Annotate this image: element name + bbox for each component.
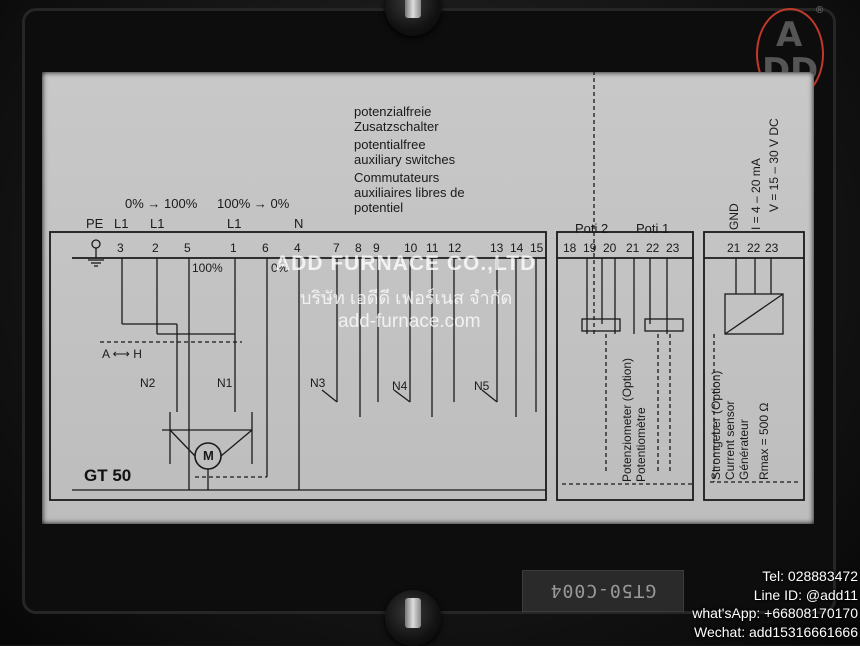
terminal-gnd-23: 23 — [765, 241, 779, 255]
terminal-14: 14 — [510, 241, 524, 255]
contact-tel: Tel: 028883472 — [762, 568, 858, 584]
logo-registered: ® — [816, 5, 824, 16]
poti-option-de-en: Potenziometer (Option) — [620, 357, 634, 482]
sensor-option-en: Current sensor — [723, 400, 737, 480]
label-l1-b: L1 — [150, 216, 165, 231]
terminal-9: 9 — [373, 241, 380, 255]
terminal-19: 19 — [583, 241, 597, 255]
aux-fr-line3: potentiel — [354, 200, 404, 215]
voltage-spec: V = 15 – 30 V DC — [767, 118, 781, 212]
poti-option-fr: Potentiomètre — [634, 407, 648, 482]
terminal-23: 23 — [666, 241, 680, 255]
logo-letter-a: A — [776, 15, 803, 55]
watermark-thai: บริษัท เอดีดี เฟอร์เนส จำกัด — [300, 288, 513, 308]
pct-100-label: 100% — [192, 261, 223, 275]
gnd-label: GND — [727, 203, 741, 230]
contact-whatsapp: what'sApp: +66808170170 — [692, 605, 858, 621]
terminal-4: 4 — [294, 241, 301, 255]
poti-2-label: Poti 2 — [575, 221, 609, 236]
sensor-option-de: Stromgeber (Option) — [709, 370, 723, 480]
bottom-screw — [385, 590, 441, 646]
ah-label: A ⟷ H — [102, 347, 142, 361]
terminal-15: 15 — [530, 241, 544, 255]
terminal-5: 5 — [184, 241, 191, 255]
watermark-url: add-furnace.com — [338, 311, 481, 332]
aux-fr-line1: Commutateurs — [354, 170, 440, 185]
terminal-1: 1 — [230, 241, 237, 255]
model-label: GT 50 — [84, 466, 132, 485]
switch-n4: N4 — [392, 379, 408, 393]
poti-1-label: Poti 1 — [636, 221, 670, 236]
aux-en-line2: auxiliary switches — [354, 152, 456, 167]
terminal-gnd-21: 21 — [727, 241, 741, 255]
model-stamp: GT50-C004 — [522, 570, 684, 612]
terminal-6: 6 — [262, 241, 269, 255]
terminal-22: 22 — [646, 241, 660, 255]
switch-n1: N1 — [217, 376, 233, 390]
range-open-label: 0% → 100% — [125, 196, 198, 211]
terminal-13: 13 — [490, 241, 504, 255]
terminal-20: 20 — [603, 241, 617, 255]
terminal-11: 11 — [426, 241, 439, 255]
aux-fr-line2: auxiliaires libres de — [354, 185, 465, 200]
terminal-gnd-22: 22 — [747, 241, 761, 255]
aux-de-line2: Zusatzschalter — [354, 119, 439, 134]
contact-wechat: Wechat: add15316661666 — [694, 624, 858, 640]
label-n: N — [294, 216, 304, 231]
motor-symbol: M — [203, 448, 214, 463]
aux-en-line1: potentialfree — [354, 137, 426, 152]
switch-n5: N5 — [474, 379, 490, 393]
aux-de-line1: potenzialfreie — [354, 104, 432, 119]
wiring-label-plate: potenzialfreie Zusatzschalter potentialf… — [42, 72, 814, 524]
terminal-7: 7 — [333, 241, 340, 255]
terminal-10: 10 — [404, 241, 418, 255]
terminal-21: 21 — [626, 241, 640, 255]
switch-n2: N2 — [140, 376, 156, 390]
contact-line: Line ID: @add11 — [753, 587, 858, 603]
switch-n3: N3 — [310, 376, 326, 390]
label-l1-a: L1 — [114, 216, 129, 231]
terminal-3: 3 — [117, 241, 124, 255]
range-close-label: 100% → 0% — [217, 196, 290, 211]
wiring-diagram — [49, 72, 805, 501]
label-pe: PE — [86, 216, 104, 231]
sensor-option-fr: Générateur — [737, 419, 751, 480]
sensor-rmax: Rmax = 500 Ω — [757, 402, 771, 480]
label-l1-c: L1 — [227, 216, 242, 231]
current-spec: I = 4 – 20 mA — [749, 158, 763, 230]
terminal-18: 18 — [563, 241, 577, 255]
pct-0-label: 0% — [271, 261, 289, 275]
terminal-8: 8 — [355, 241, 362, 255]
terminal-12: 12 — [448, 241, 462, 255]
watermark-company: ADD FURNACE CO.,LTD — [275, 252, 537, 275]
terminal-2: 2 — [152, 241, 159, 255]
